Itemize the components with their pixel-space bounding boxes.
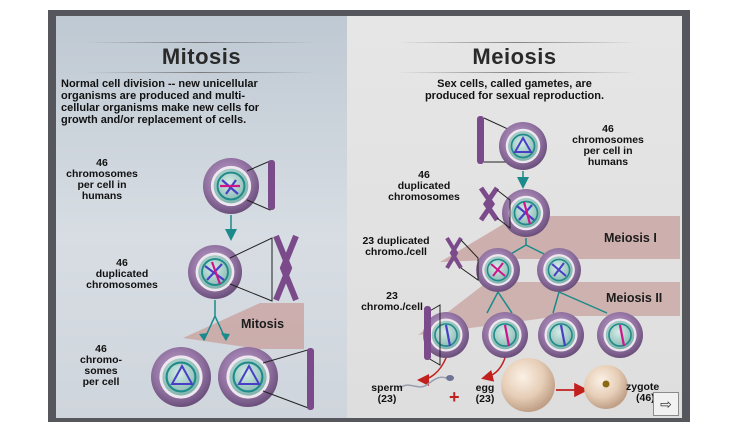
description-line: cellular organisms make new cells for [61, 102, 260, 114]
meiosis-label-23: 23 chromo./cell [348, 291, 436, 313]
plus-sign: + [449, 387, 460, 407]
label-line: 46 [96, 157, 108, 169]
label-line: humans [587, 156, 629, 168]
chromosome-icon [424, 306, 431, 360]
chromosome-marks [170, 363, 194, 385]
red-arrow [417, 357, 447, 386]
sperm-head [446, 375, 454, 381]
mitosis-band [183, 303, 304, 349]
chromosome-icon [478, 186, 500, 222]
label-line: 23 duplicated [362, 235, 430, 247]
mitosis-label-bottom: 46 chromo- somes per cell [66, 344, 136, 388]
meiosis-label-23dup: 23 duplicated chromo./cell [348, 236, 444, 258]
chromosome-marks [490, 262, 506, 277]
chromosome-icon [477, 116, 484, 164]
label-line: zygote [626, 381, 660, 393]
chromosome-marks [237, 363, 261, 385]
chromosome-icon [445, 236, 463, 270]
title-divider [86, 72, 316, 73]
chromosome-marks [220, 179, 240, 195]
meiosis-band-1-label: Meiosis I [604, 231, 657, 245]
label-line: duplicated [397, 180, 451, 192]
label-line: somes [84, 365, 118, 377]
title-divider [397, 72, 637, 73]
label-line: (23) [377, 393, 397, 405]
meiosis-label-dup: 46 duplicated chromosomes [372, 170, 476, 203]
chromosome-marks [204, 261, 225, 285]
chromosome-marks [559, 324, 567, 347]
mitosis-daughter-cell [149, 345, 213, 409]
zoom-lines [496, 189, 511, 230]
chromosome-marks [618, 324, 626, 347]
label-line: (23) [475, 393, 495, 405]
label-line: sperm [371, 382, 403, 394]
chromosome-marks [516, 201, 535, 225]
label-line: 46 [116, 257, 128, 269]
meiosis-band-2-label: Meiosis II [606, 291, 663, 305]
zoom-lines [229, 237, 273, 302]
label-line: 46 [602, 123, 614, 135]
sperm-icon [399, 376, 447, 389]
chromosome-marks [551, 262, 567, 277]
meiosis-cell-23 [537, 311, 585, 359]
meiosis-cell-23 [481, 311, 529, 359]
split-arrow [486, 291, 608, 314]
description-line: Normal cell division -- new unicellular [61, 78, 258, 90]
label-line: per cell [82, 376, 120, 388]
arrow-head [221, 333, 230, 341]
label-line: egg [475, 382, 495, 394]
description-line: organisms are produced and multi- [61, 90, 245, 102]
label-line: per cell in [583, 145, 633, 157]
meiosis-label-top: 46 chromosomes per cell in humans [568, 124, 648, 168]
sperm-label: sperm (23) [364, 383, 410, 405]
label-line: chromo- [80, 354, 122, 366]
mitosis-label-middle: 46 duplicated chromosomes [70, 258, 174, 291]
egg-icon [501, 358, 555, 412]
label-line: humans [81, 190, 123, 202]
label-line: 46 [418, 169, 430, 181]
meiosis-description: Sex cells, called gametes, are produced … [347, 78, 682, 102]
label-line: chromo./cell [365, 246, 427, 258]
label-line: chromosomes [572, 134, 644, 146]
chromosome-icon [307, 348, 314, 410]
mitosis-daughter-cell [216, 345, 280, 409]
label-line: chromosomes [86, 279, 158, 291]
label-line: chromosomes [388, 191, 460, 203]
chromosome-marks [513, 135, 533, 153]
arrow-head [199, 333, 208, 341]
label-line: per cell in [77, 179, 127, 191]
meiosis-cell-23 [596, 311, 644, 359]
description-line: Sex cells, called gametes, are [437, 78, 592, 90]
mitosis-label-top: 46 chromosomes per cell in humans [66, 158, 138, 202]
label-line: 23 [386, 290, 398, 302]
zoom-lines [460, 239, 479, 281]
label-line: chromosomes [66, 168, 138, 180]
mitosis-band-label: Mitosis [241, 317, 285, 331]
label-line: (46) [636, 392, 655, 404]
mitosis-panel: Mitosis Normal cell division -- new unic… [56, 16, 347, 418]
meiosis-cell-top [498, 121, 548, 171]
chromosome-icon [273, 234, 299, 302]
zygote-icon [584, 365, 628, 409]
zoom-lines [427, 304, 441, 366]
label-line: 46 [95, 343, 107, 355]
label-line: chromo./cell [361, 301, 423, 313]
mitosis-title: Mitosis [161, 44, 242, 69]
description-line: growth and/or replacement of cells. [61, 114, 247, 126]
label-line: duplicated [95, 268, 149, 280]
title-divider [397, 42, 637, 43]
meiosis-title: Meiosis [472, 44, 557, 69]
zygote-label: zygote (46) [626, 382, 676, 404]
chromosome-icon [268, 160, 275, 210]
title-divider [86, 42, 316, 43]
chromosome-marks [503, 324, 511, 347]
next-arrow-icon[interactable]: ⇨ [653, 392, 679, 416]
egg-label: egg (23) [466, 383, 504, 405]
mitosis-description: Normal cell division -- new unicellular … [61, 78, 346, 126]
red-arrow [481, 357, 506, 382]
chromosome-marks [444, 324, 452, 347]
description-line: produced for sexual reproduction. [424, 90, 605, 102]
meiosis-band-2 [418, 282, 680, 335]
